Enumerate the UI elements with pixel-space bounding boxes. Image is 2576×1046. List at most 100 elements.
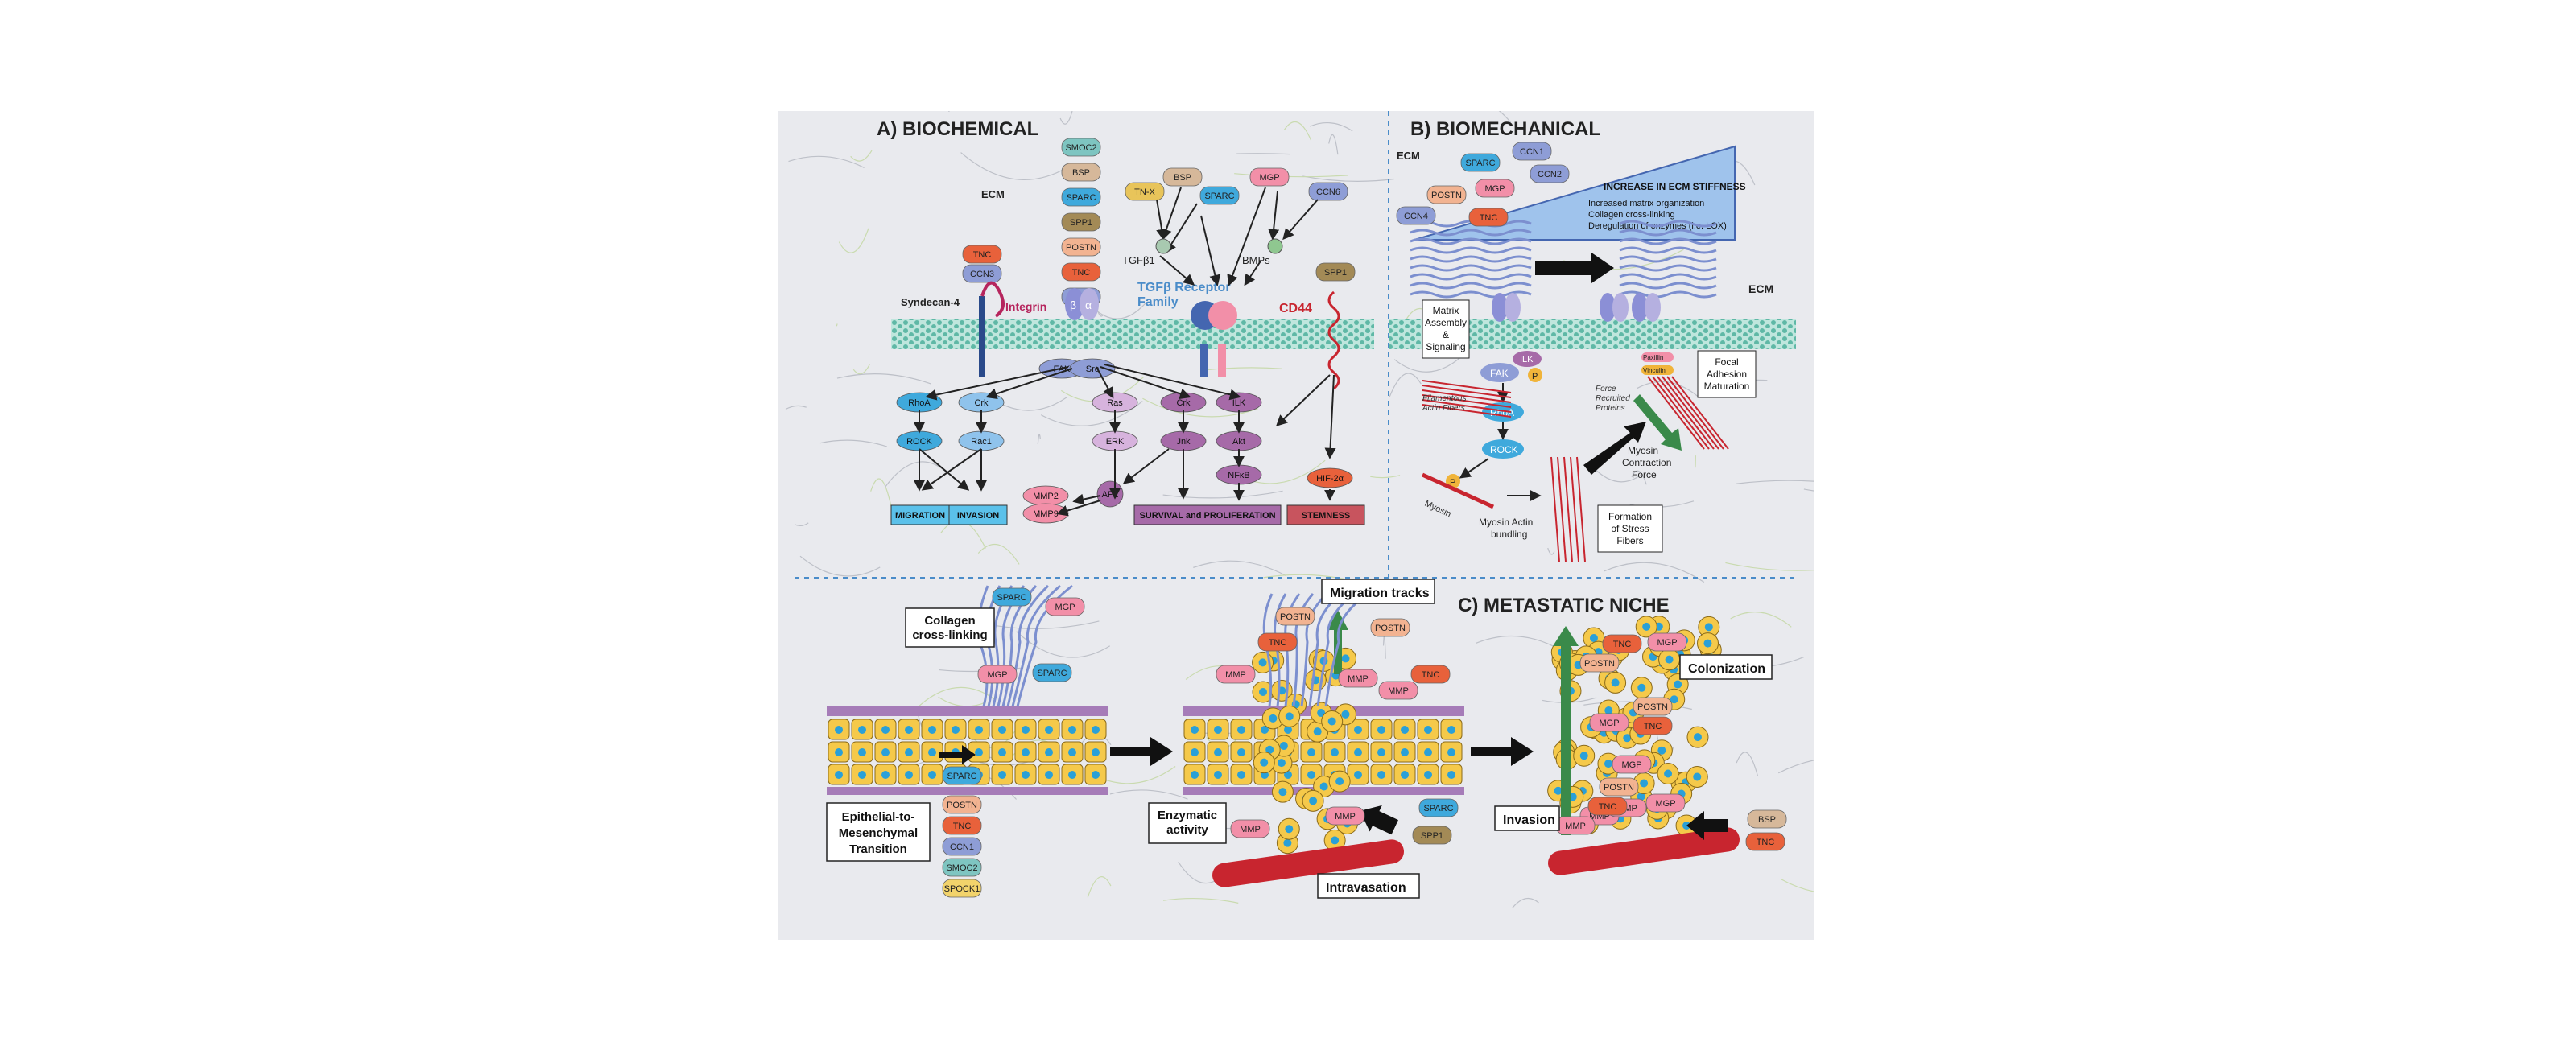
protein-a-col-0-label: SMOC2	[1065, 143, 1096, 153]
myosin-force-arrow	[1583, 422, 1646, 475]
signal-hif: HIF-2α	[1307, 467, 1353, 488]
ecm-label-b: ECM	[1397, 150, 1420, 162]
protein-c-emt-5-label: SPOCK1	[944, 884, 980, 894]
outcome-migration: MIGRATION	[890, 504, 950, 525]
matrix-assembly-box	[1422, 299, 1470, 359]
tgfb-receptor-label: TGFβ Receptor	[1137, 281, 1231, 294]
title-metastatic-niche: C) METASTATIC NICHE	[1458, 595, 1670, 616]
migration-arrow-green-1	[1334, 626, 1342, 674]
fak-oval-b	[1480, 363, 1519, 382]
signal-nfkb: NFκB	[1216, 464, 1262, 485]
protein-a-col-3-label: SPP1	[1070, 218, 1092, 228]
protein-c-niche-4: POSTN	[1633, 697, 1673, 716]
protein-a-col-5-label: TNC	[1072, 268, 1091, 278]
protein-c-emt-3: CCN1	[942, 837, 982, 856]
mmp-c-3-label: MMP	[1240, 825, 1261, 834]
vinculin-label: Vinculin	[1643, 367, 1666, 374]
protein-c-niche-2: POSTN	[1579, 653, 1620, 673]
protein-c-niche-0: TNC	[1602, 634, 1642, 653]
protein-c-mid-0: POSTN	[1275, 607, 1315, 626]
protein-c-niche-2-label: POSTN	[1584, 659, 1615, 669]
invasion-text: Invasion	[1503, 813, 1555, 827]
integrin-b-3	[1600, 293, 1616, 322]
mmp-c-1: MMP	[1338, 669, 1378, 688]
intravasation-arrow	[1360, 805, 1398, 835]
integrin-b-1	[1492, 293, 1508, 322]
protein-c-emt-2: TNC	[942, 816, 982, 835]
p-label-b-2: P	[1450, 478, 1455, 488]
protein-c-top-1: MGP	[1045, 597, 1085, 616]
blood-vessel-2	[1548, 827, 1740, 875]
protein-c-niche-5: TNC	[1633, 716, 1673, 735]
enzymatic-activity-box	[1148, 802, 1227, 844]
stiffness-arrow	[1535, 253, 1614, 283]
signal-ras: Ras	[1092, 392, 1138, 413]
protein-b-6: TNC	[1468, 208, 1509, 227]
integrin-ribbon	[980, 281, 1005, 318]
signal-crk1-label: Crk	[974, 398, 989, 408]
ilk-label-b: ILK	[1520, 355, 1534, 364]
outcome-invasion-label: INVASION	[957, 511, 999, 521]
protein-a-left-0: TNC	[962, 245, 1002, 264]
mmp-c-2: MMP	[1378, 681, 1418, 700]
paxillin-label: Paxillin	[1643, 354, 1663, 361]
migration-arrowhead-green-1	[1327, 610, 1348, 630]
protein-c-niche-9-label: MGP	[1655, 799, 1675, 809]
basement-membrane-1-bottom	[827, 787, 1108, 795]
protein-b-3-label: POSTN	[1431, 191, 1462, 200]
protein-b-2-label: CCN2	[1538, 170, 1562, 179]
protein-c-niche-5-label: TNC	[1644, 722, 1662, 731]
protein-c-niche-11: TNC	[1745, 832, 1785, 851]
protein-b-6-label: TNC	[1480, 213, 1498, 223]
signal-rock-label: ROCK	[906, 437, 932, 447]
colonization-box	[1679, 654, 1773, 680]
syndecan-label: Syndecan-4	[901, 296, 960, 308]
protein-c-mid-0-label: POSTN	[1280, 612, 1311, 622]
protein-c-niche-7: POSTN	[1599, 777, 1639, 797]
protein-c-top-3: SPARC	[1032, 663, 1072, 682]
protein-c-niche-9: MGP	[1645, 793, 1686, 813]
protein-c-niche-8-label: TNC	[1599, 802, 1617, 812]
protein-b-5: CCN4	[1396, 206, 1436, 225]
signal-rock: ROCK	[896, 430, 943, 451]
figure-panel: A) BIOCHEMICAL B) BIOMECHANICAL C) METAS…	[778, 111, 1814, 940]
protein-a-left-1-label: CCN3	[970, 270, 994, 279]
protein-a-top-0: TN-X	[1125, 182, 1165, 201]
mmp-c-7-label: MMP	[1565, 822, 1586, 831]
syndecan-4-receptor	[979, 296, 985, 377]
blood-vessel-1	[1212, 839, 1404, 887]
intravasation-text: Intravasation	[1326, 881, 1406, 895]
beta-label: β	[1070, 299, 1076, 311]
protein-c-niche-3-label: MGP	[1599, 719, 1619, 728]
protein-c-emt-0-label: SPARC	[947, 772, 976, 781]
stress-fibers-box	[1597, 504, 1663, 553]
ecm-label-a: ECM	[981, 188, 1005, 200]
protein-c-top-0: SPARC	[992, 587, 1032, 607]
protein-a-top-4: CCN6	[1308, 182, 1348, 201]
signal-mmp9-label: MMP9	[1033, 509, 1059, 519]
signal-mmp2: MMP2	[1022, 485, 1069, 506]
metastatic-cluster	[1547, 616, 1722, 843]
protein-c-mid-1: TNC	[1257, 632, 1298, 652]
integrin-b-4	[1612, 293, 1629, 322]
bmp-ligand	[1267, 238, 1283, 254]
outcome-survival-label: SURVIVAL and PROLIFERATION	[1139, 511, 1275, 521]
protein-a-col-2-label: SPARC	[1066, 193, 1096, 203]
protein-c-niche-3: MGP	[1589, 713, 1629, 732]
integrin-beta-subunit	[1065, 288, 1084, 320]
protein-c-mid-4: SPARC	[1418, 798, 1459, 817]
mmp-c-2-label: MMP	[1388, 686, 1409, 696]
protein-a-top-1: BSP	[1162, 167, 1203, 187]
myosin-label: Myosin	[1423, 499, 1453, 520]
signal-ilk: ILK	[1216, 392, 1262, 413]
protein-c-niche-11-label: TNC	[1757, 838, 1775, 847]
protein-c-mid-5-label: SPP1	[1421, 831, 1443, 841]
mmp-c-0: MMP	[1216, 665, 1256, 684]
outcome-stemness-label: STEMNESS	[1302, 511, 1351, 521]
outcome-invasion: INVASION	[948, 504, 1008, 525]
protein-c-niche-6-label: MGP	[1621, 760, 1641, 770]
progression-arrow-1	[1110, 737, 1173, 766]
